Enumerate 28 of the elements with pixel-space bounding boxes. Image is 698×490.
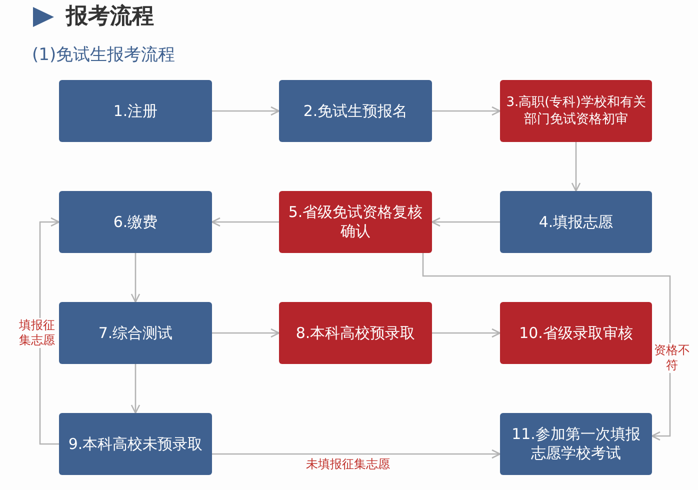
process-box: 7.综合测试: [59, 302, 212, 364]
arrow: [212, 328, 280, 338]
arrow: [130, 253, 140, 303]
arrow: [130, 364, 140, 414]
arrow: [432, 328, 501, 338]
arrow: [431, 217, 500, 227]
arrow: [571, 142, 581, 192]
process-box: 8.本科高校预录取: [279, 302, 432, 364]
process-box: 10.省级录取审核: [500, 302, 652, 364]
process-box: 5.省级免试资格复核确认: [279, 191, 432, 253]
edge-label: 资格不符: [653, 343, 691, 373]
arrow: [211, 217, 279, 227]
edge-label: 未填报征集志愿: [306, 457, 390, 472]
process-box: 1.注册: [59, 80, 212, 142]
process-box: 11.参加第一次填报志愿学校考试: [500, 413, 652, 475]
subtitle: (1)免试生报考流程: [32, 44, 176, 67]
process-box: 2.免试生预报名: [279, 80, 432, 142]
process-box: 3.高职(专科)学校和有关部门免试资格初审: [500, 80, 652, 142]
arrow: [39, 217, 60, 445]
edge-label: 填报征集志愿: [18, 318, 56, 348]
arrow: [212, 449, 501, 459]
process-box: 9.本科高校未预录取: [59, 413, 212, 475]
arrow: [432, 106, 501, 116]
arrow: [422, 253, 671, 441]
process-box: 6.缴费: [59, 191, 212, 253]
arrow: [212, 106, 280, 116]
process-box: 4.填报志愿: [500, 191, 652, 253]
title: 报考流程: [66, 2, 154, 31]
